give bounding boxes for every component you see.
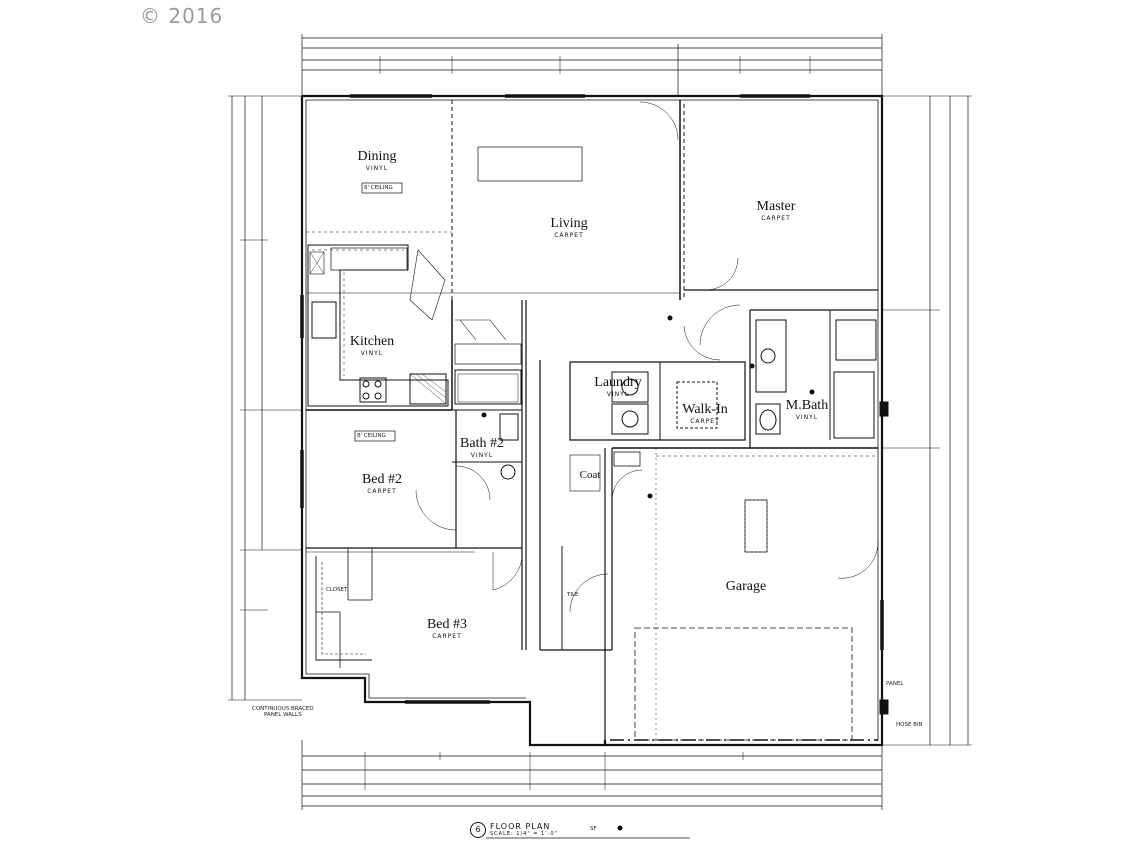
room-kitchen: Kitchen VINYL [350,335,394,357]
room-name: Walk-In [682,402,728,417]
panel-label: PANEL [886,681,904,687]
room-bed-3: Bed #3 CARPET [427,618,467,640]
room-garage: Garage [726,580,766,594]
ceiling-note-bed2: 8' CEILING [357,433,386,439]
room-floor: VINYL [470,452,494,459]
room-floor: CARPET [690,418,720,425]
ceiling-note-dining: 8' CEILING [364,185,393,191]
drawing-scale: SCALE: 1/4" = 1'-0" [490,831,558,837]
room-floor: VINYL [360,350,384,357]
room-floor: VINYL [795,414,819,421]
tile-note: TILE [567,592,579,598]
drawing-title: FLOOR PLAN [490,822,551,831]
title-block: FLOOR PLAN SCALE: 1/4" = 1'-0" [490,822,558,837]
room-floor: CARPET [432,633,462,640]
room-bath-2: Bath #2 VINYL [460,437,504,459]
room-dining: Dining VINYL [358,150,397,172]
room-bed-2: Bed #2 CARPET [362,473,402,495]
room-walk-in: Walk-In CARPET [682,403,728,425]
room-name: Laundry [594,375,642,390]
room-name: Master [756,199,796,214]
room-name: Coat [579,469,601,481]
room-name: Dining [357,149,397,164]
room-laundry: Laundry VINYL [594,376,641,398]
room-name: Garage [725,579,767,594]
room-name: Bed #2 [361,472,403,487]
continuous-braced-note: CONTINUOUS BRACED PANEL WALLS [252,706,314,719]
room-floor: VINYL [606,391,630,398]
room-master-bath: M.Bath VINYL [786,399,828,421]
copyright-watermark: © 2016 [140,4,224,28]
room-name: Bath #2 [460,436,504,451]
room-floor: CARPET [554,232,584,239]
area-label: SF [590,826,597,832]
room-name: Kitchen [349,334,395,349]
room-master: Master CARPET [757,200,796,222]
room-floor: CARPET [761,215,791,222]
hose-bib-label: HOSE BIB [896,722,923,728]
room-name: Living [550,216,588,231]
room-living: Living CARPET [550,217,587,239]
closet-label: CLOSET [326,587,348,593]
room-floor: VINYL [365,165,389,172]
room-floor: CARPET [367,488,397,495]
room-coat: Coat [580,470,601,481]
detail-number-bubble: 6 [470,822,486,838]
room-name: M.Bath [785,398,829,413]
room-name: Bed #3 [426,617,468,632]
